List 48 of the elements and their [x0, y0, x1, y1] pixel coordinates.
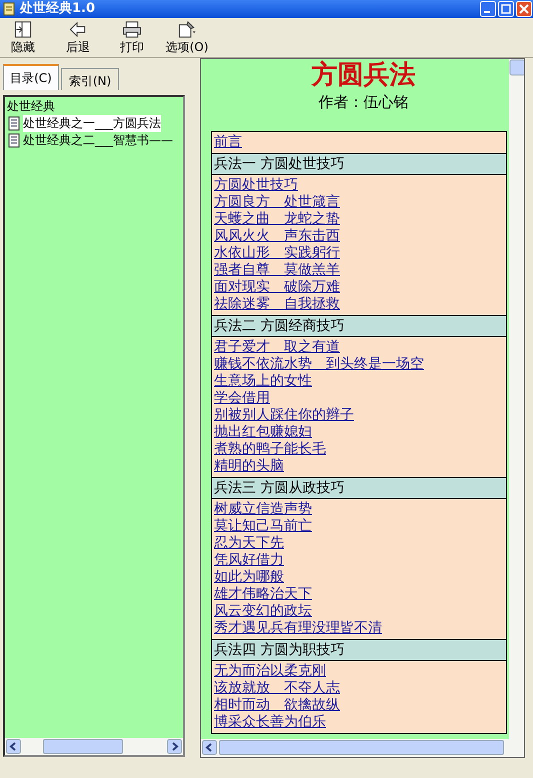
content-pane: [200, 58, 525, 758]
chapter-link: 祛除迷雾 自我拯救: [214, 296, 341, 313]
chapter-link: 方圆处世技巧: [214, 177, 299, 194]
chapter-link: 学会借用: [214, 390, 271, 407]
chapter-link: 精明的头脑: [214, 458, 285, 475]
tab: 目录(C): [3, 64, 59, 90]
chapter-link: 相时而动 欲擒故纵: [214, 697, 341, 714]
chapter-link: 方圆良方 处世箴言: [214, 194, 341, 211]
page-heading: 方圆兵法: [310, 59, 416, 91]
tree-panel: [3, 95, 185, 757]
chapter-link: 树威立信造声势: [214, 501, 313, 518]
chapter-link: 前言: [214, 134, 243, 151]
section-header: 兵法三 方圆从政技巧: [212, 477, 506, 499]
chapter-link: 强者自尊 莫做羔羊: [214, 262, 341, 279]
chapter-link: 天蠖之曲 龙蛇之蛰: [214, 211, 341, 228]
options-button: 选项(O): [162, 20, 212, 56]
chapter-link: 如此为哪般: [214, 569, 285, 586]
print-button: 打印: [112, 20, 152, 56]
window-title: 处世经典1.0: [20, 1, 96, 17]
tab: 索引(N): [61, 68, 119, 90]
chapter-link: 该放就放 不夺人志: [214, 680, 341, 697]
chapter-link: 抛出红包赚媳妇: [214, 424, 313, 441]
chapter-link: 凭风好借力: [214, 552, 285, 569]
hide-button: 隐藏: [6, 20, 40, 56]
tree-item-label: 处世经典之二___智慧书——: [23, 132, 173, 149]
author-line: 作者：伍心铭: [318, 93, 410, 111]
chapter-link: 赚钱不依流水势 到头终是一场空: [214, 356, 425, 373]
chapter-link: 秀才遇见兵有理没理皆不清: [214, 620, 383, 637]
chapter-link: 君子爱才 取之有道: [214, 339, 341, 356]
chapter-link: 博采众长善为伯乐: [214, 714, 327, 731]
back-button: 后退: [58, 20, 98, 56]
chapter-link: 煮熟的鸭子能长毛: [214, 441, 327, 458]
tree-root-label: 处世经典: [7, 98, 55, 114]
chapter-link: 风云变幻的政坛: [214, 603, 313, 620]
section-header: 兵法四 方圆为职技巧: [212, 639, 506, 661]
chapter-link: 无为而治以柔克刚: [214, 663, 327, 680]
section-header: 兵法一 方圆处世技巧: [212, 153, 506, 175]
chapter-link: 风风火火 声东击西: [214, 228, 341, 245]
contents-table: [211, 131, 507, 734]
chapter-link: 水依山形 实践躬行: [214, 245, 341, 262]
chapter-link: 雄才伟略治天下: [214, 586, 313, 603]
section-header: 兵法二 方圆经商技巧: [212, 315, 506, 337]
chapter-link: 生意场上的女性: [214, 373, 313, 390]
chapter-link: 莫让知己马前亡: [214, 518, 313, 535]
chapter-link: 面对现实 破除万难: [214, 279, 341, 296]
chapter-link: 忍为天下先: [214, 535, 285, 552]
tree-item-label: 处世经典之一___方圆兵法: [23, 115, 161, 132]
chapter-link: 别被别人踩住你的辫子: [214, 407, 355, 424]
